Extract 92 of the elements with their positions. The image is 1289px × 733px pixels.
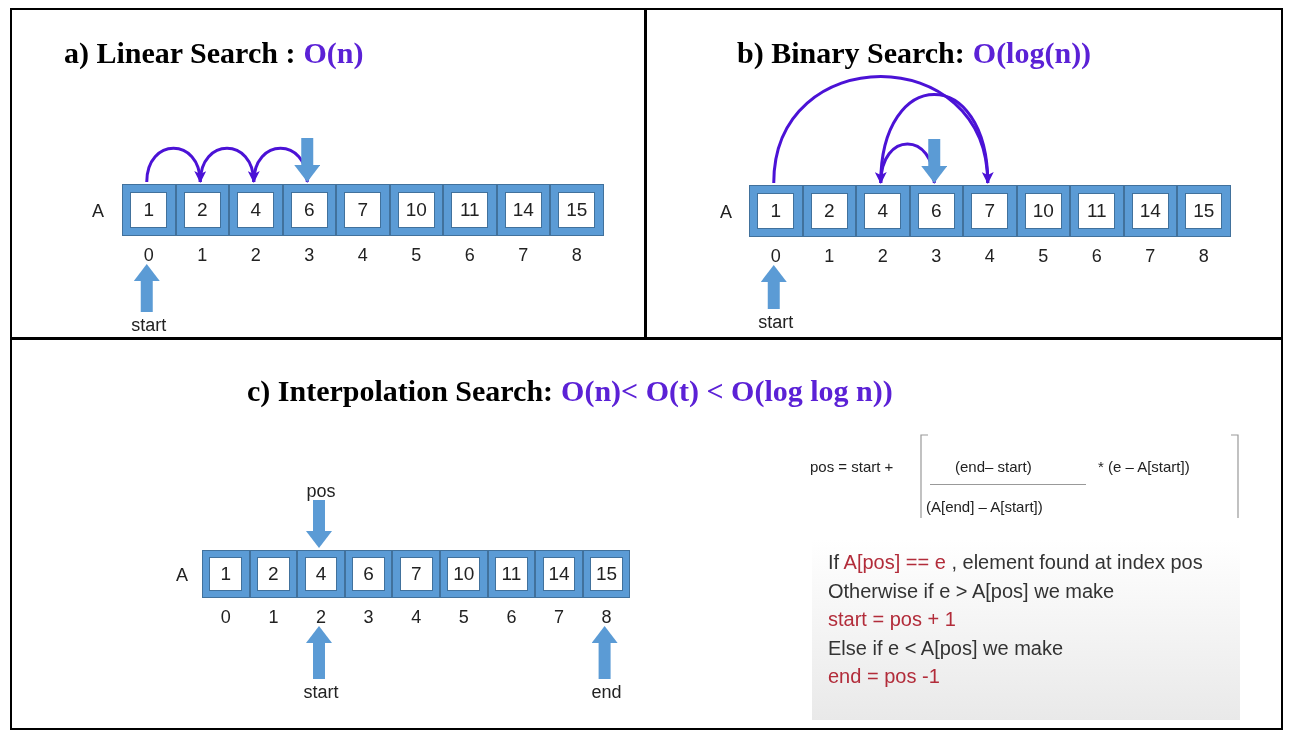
array-cell: 4: [297, 550, 345, 598]
index-label: 5: [404, 244, 429, 266]
pointer-label: end: [582, 681, 631, 703]
formula-text: (A[end] – A[start]): [926, 497, 1043, 517]
curved-arrow: [198, 146, 259, 183]
index-label: 3: [297, 244, 322, 266]
array-cell: 14: [535, 550, 583, 598]
array-cell: 2: [249, 550, 298, 598]
index-label: 2: [309, 606, 333, 628]
block-arrow: [133, 264, 160, 312]
array-cell: 7: [963, 185, 1017, 237]
index-label: 6: [499, 606, 524, 628]
block-arrow: [294, 138, 321, 182]
rule-text: Else if e < A[pos] we make: [828, 636, 1064, 659]
index-label: 6: [1084, 245, 1109, 267]
index-label: 5: [1031, 245, 1056, 267]
array-cell: 11: [443, 184, 497, 236]
index-label: 1: [261, 606, 286, 628]
array-name: A: [176, 564, 188, 587]
pointer-label: start: [751, 311, 800, 333]
array-cell: 10: [440, 550, 488, 598]
index-label: 1: [190, 244, 215, 266]
pointer-label: pos: [297, 480, 345, 502]
index-label: 7: [547, 606, 571, 628]
rule-text: Otherwise if e > A[pos] we make: [828, 579, 1115, 602]
index-label: 3: [924, 245, 949, 267]
block-arrow: [591, 626, 618, 679]
index-label: 8: [1191, 245, 1216, 267]
array-name: A: [720, 201, 732, 224]
array-cell: 11: [1070, 185, 1124, 237]
complexity-label: O(log(n)): [972, 35, 1092, 71]
rule-text: A[pos] == e: [843, 551, 946, 573]
index-label: 7: [1138, 245, 1163, 267]
curved-arrow: [772, 75, 993, 184]
array-cell: 15: [1177, 185, 1231, 237]
index-label: 0: [136, 244, 161, 266]
index-label: 3: [356, 606, 381, 628]
array-cell: 6: [282, 184, 336, 236]
array-cell: 4: [856, 185, 910, 237]
array-name: A: [92, 200, 104, 223]
array-cell: 7: [336, 184, 390, 236]
rule-text: , element found at index pos: [951, 551, 1203, 573]
array-cell: 2: [802, 185, 856, 237]
index-label: 2: [243, 244, 268, 266]
panel-title: a) Linear Search :: [64, 35, 296, 71]
index-label: 8: [594, 606, 619, 628]
array-cell: 1: [122, 184, 176, 236]
index-label: 8: [564, 244, 589, 266]
curved-arrow: [145, 146, 206, 183]
index-label: 0: [763, 245, 788, 267]
pointer-label: start: [124, 314, 173, 336]
array-cell: 14: [1123, 185, 1177, 237]
index-label: 4: [350, 244, 375, 266]
array-cell: 1: [202, 550, 250, 598]
panel: [645, 8, 1283, 339]
index-label: 5: [451, 606, 476, 628]
array-cell: 1: [749, 185, 803, 237]
array-cell: 7: [392, 550, 440, 598]
block-arrow: [921, 139, 948, 183]
formula-text: * (e – A[start]): [1098, 457, 1190, 477]
array-cell: 4: [229, 184, 283, 236]
rule-text: If: [828, 551, 840, 573]
index-label: 6: [457, 244, 482, 266]
array-cell: 15: [582, 550, 631, 598]
array-cell: 2: [175, 184, 229, 236]
array-cell: 11: [487, 550, 536, 598]
block-arrow: [306, 500, 332, 548]
index-label: 4: [404, 606, 429, 628]
complexity-label: O(n)< O(t) < O(log log n)): [561, 373, 893, 409]
array-cell: 10: [389, 184, 443, 236]
block-arrow: [306, 626, 332, 679]
block-arrow: [760, 265, 787, 309]
index-label: 7: [511, 244, 536, 266]
array-cell: 6: [909, 185, 963, 237]
array-cell: 10: [1016, 185, 1070, 237]
rule-text: end = pos -1: [828, 665, 940, 687]
panel-title: b) Binary Search:: [737, 35, 965, 71]
curved-arrow: [875, 93, 990, 184]
index-label: 4: [977, 245, 1002, 267]
panel: [10, 8, 646, 339]
rule-text: start = pos + 1: [828, 608, 956, 630]
array-cell: 15: [550, 184, 604, 236]
formula-text: (end– start): [955, 457, 1032, 477]
array-cell: 14: [496, 184, 550, 236]
formula-text: pos = start +: [810, 457, 894, 477]
index-label: 2: [870, 245, 895, 267]
array-cell: 6: [344, 550, 393, 598]
panel-title: c) Interpolation Search:: [247, 373, 554, 409]
index-label: 0: [213, 606, 238, 628]
pointer-label: start: [297, 681, 345, 703]
index-label: 1: [817, 245, 842, 267]
complexity-label: O(n): [303, 35, 364, 71]
